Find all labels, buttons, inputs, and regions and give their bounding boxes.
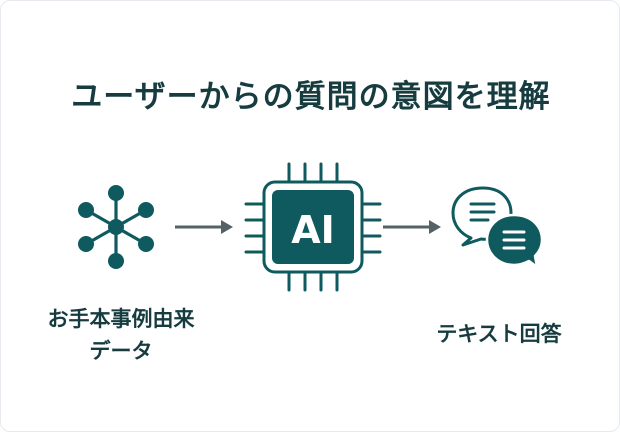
input-data-label: お手本事例由来 データ [21, 303, 221, 367]
input-data-label-line1: お手本事例由来 [47, 307, 195, 331]
diagram-title: ユーザーからの質問の意図を理解 [71, 79, 551, 115]
ai-chip-label: AI [291, 208, 335, 252]
output-label: テキスト回答 [436, 322, 562, 346]
arrow-input-to-ai [175, 220, 233, 234]
input-data-label-line2: データ [89, 339, 153, 363]
ai-chip-icon: AI [244, 162, 382, 292]
network-hub-icon [78, 185, 154, 269]
arrow-ai-to-output [383, 220, 441, 234]
chat-bubbles-icon [451, 186, 544, 269]
